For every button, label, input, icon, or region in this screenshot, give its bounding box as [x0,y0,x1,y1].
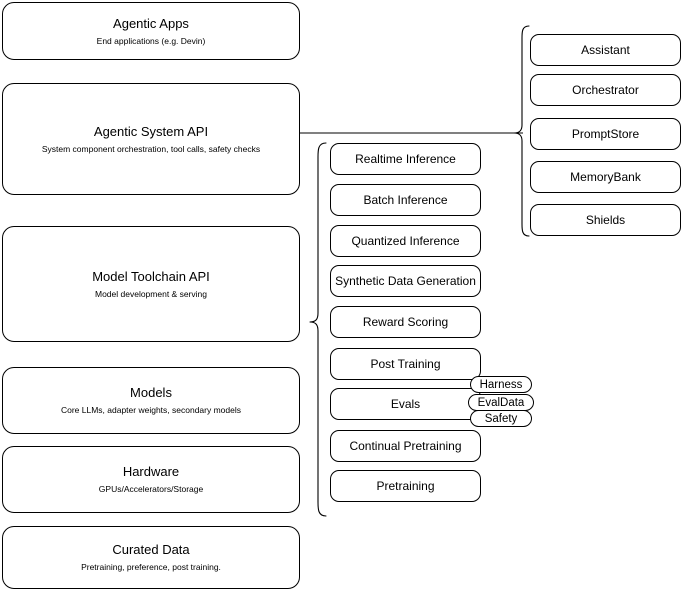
layer-title: Curated Data [112,542,190,558]
layer-title: Agentic System API [93,123,209,139]
component-post-training[interactable]: Post Training [330,348,481,380]
component-reward-scoring[interactable]: Reward Scoring [330,306,481,338]
layer-subtitle: Core LLMs, adapter weights, secondary mo… [60,405,241,416]
layer-models[interactable]: Models Core LLMs, adapter weights, secon… [2,367,300,434]
layer-title: Hardware [122,464,180,480]
eval-tag-evaldata[interactable]: EvalData [468,394,534,411]
component-shields[interactable]: Shields [530,204,681,236]
component-synthetic-data-generation[interactable]: Synthetic Data Generation [330,265,481,297]
component-quantized-inference[interactable]: Quantized Inference [330,225,481,257]
layer-curated-data[interactable]: Curated Data Pretraining, preference, po… [2,526,300,589]
layer-subtitle: System component orchestration, tool cal… [41,143,261,154]
component-evals[interactable]: Evals [330,388,481,420]
layer-subtitle: GPUs/Accelerators/Storage [98,484,204,495]
component-pretraining[interactable]: Pretraining [330,470,481,502]
layer-title: Model Toolchain API [92,268,210,284]
layer-subtitle: Model development & serving [95,288,207,299]
layer-title: Models [130,385,172,401]
component-promptstore[interactable]: PromptStore [530,118,681,150]
component-continual-pretraining[interactable]: Continual Pretraining [330,430,481,462]
layer-title: Agentic Apps [113,15,189,31]
layer-agentic-system-api[interactable]: Agentic System API System component orch… [2,83,300,195]
component-memorybank[interactable]: MemoryBank [530,161,681,193]
component-orchestrator[interactable]: Orchestrator [530,74,681,106]
layer-subtitle: Pretraining, preference, post training. [81,562,221,573]
component-realtime-inference[interactable]: Realtime Inference [330,143,481,175]
layer-subtitle: End applications (e.g. Devin) [96,35,206,46]
eval-tag-safety[interactable]: Safety [470,410,532,427]
eval-tag-harness[interactable]: Harness [470,376,532,393]
component-assistant[interactable]: Assistant [530,34,681,66]
component-batch-inference[interactable]: Batch Inference [330,184,481,216]
layer-hardware[interactable]: Hardware GPUs/Accelerators/Storage [2,446,300,513]
layer-model-toolchain-api[interactable]: Model Toolchain API Model development & … [2,226,300,342]
layer-agentic-apps[interactable]: Agentic Apps End applications (e.g. Devi… [2,2,300,60]
